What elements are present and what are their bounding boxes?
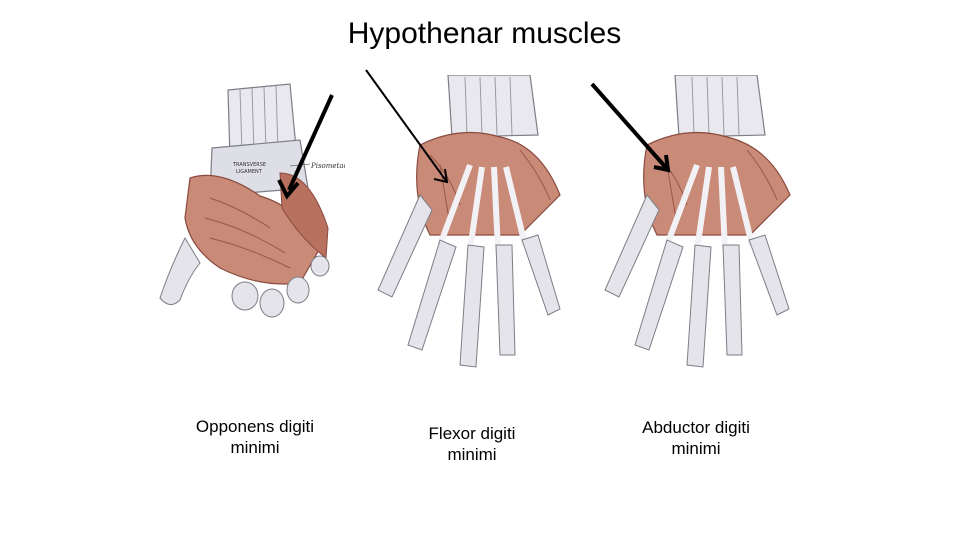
slide-title: Hypothenar muscles [347, 17, 622, 50]
hand-image-flexor [370, 75, 580, 375]
hand-image-opponens: TRANSVERSE LIGAMENT Pisometacarpal lig. [150, 78, 345, 328]
label-transverse: TRANSVERSE [232, 162, 266, 168]
hand-image-abductor [595, 75, 810, 375]
label-ligament: LIGAMENT [236, 169, 263, 175]
caption-opponens: Opponens digiti minimi [195, 417, 315, 457]
caption-abductor: Abductor digiti minimi [642, 418, 750, 458]
caption-flexor: Flexor digiti minimi [428, 424, 516, 464]
label-pisometacarpal: Pisometacarpal lig. [310, 162, 345, 170]
